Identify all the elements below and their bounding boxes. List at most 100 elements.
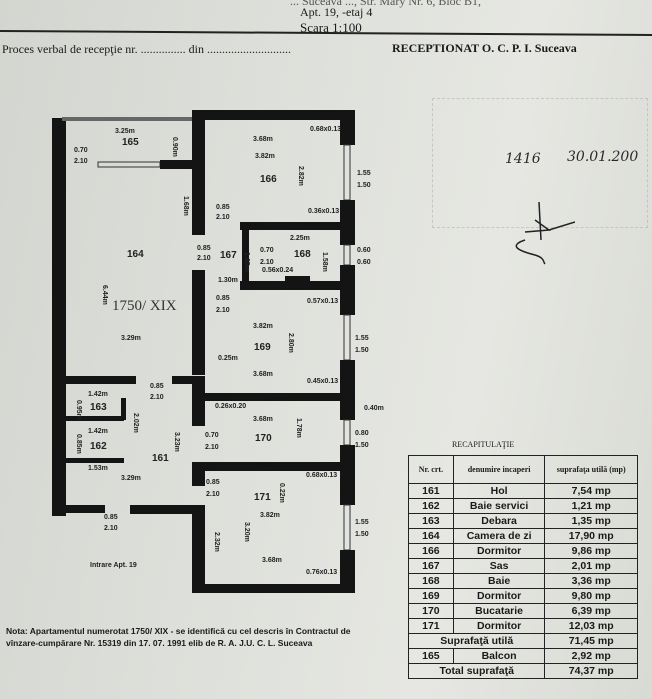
proces-verbal-line: Proces verbal de recepţie nr. ..........…: [2, 42, 291, 56]
dim: 0.85: [206, 479, 220, 486]
dim: 0.56x0.24: [262, 267, 293, 274]
room-166-label: 166: [260, 174, 277, 185]
dim: 6.44m: [101, 285, 108, 305]
total-row: Total suprafaţă 74,37 mp: [407, 663, 638, 679]
dim: 2.10: [150, 394, 164, 401]
dim: 2.10: [74, 158, 88, 165]
dim: 3.20m: [243, 522, 250, 542]
room-163-label: 163: [90, 402, 107, 413]
dim: 2.10: [205, 444, 219, 451]
recap-cell-name: Baie servici: [452, 498, 546, 514]
recap-cell-area: 1,35 mp: [544, 513, 638, 529]
dim: 0.70: [260, 247, 274, 254]
dim: 0.68x0.13: [306, 472, 337, 479]
dim: 3.82m: [253, 323, 273, 330]
dim: 1.50: [355, 347, 369, 354]
dim: 0.36x0.13: [308, 208, 339, 215]
dim: 3.25m: [115, 128, 135, 135]
total-value: 74,37 mp: [544, 663, 638, 679]
dim: 0.70: [74, 147, 88, 154]
room-171-label: 171: [254, 492, 271, 503]
dim: 1.55: [355, 335, 369, 342]
dim: 1.50: [357, 182, 371, 189]
room-169-label: 169: [254, 342, 271, 353]
dim: 3.82m: [255, 153, 275, 160]
recap-cell-name: Debara: [452, 513, 546, 529]
balcony-area: 2,92 mp: [544, 648, 638, 664]
balcony-row: 165 Balcon 2,92 mp: [408, 648, 638, 664]
walls: [52, 110, 355, 593]
recap-cell-name: Sas: [452, 558, 546, 574]
dim: 3.23m: [173, 432, 180, 452]
dim: 0.85: [216, 295, 230, 302]
recap-cell-nr: 164: [408, 528, 454, 544]
note: Nota: Apartamentul numerotat 1750/ XIX -…: [6, 625, 351, 649]
stamp-date: 30.01.200: [567, 149, 639, 165]
room-167-label: 167: [220, 250, 237, 261]
dim: 2.10: [216, 307, 230, 314]
dim: 1.55: [355, 519, 369, 526]
recap-cell-area: 3,36 mp: [544, 573, 638, 589]
recap-cell-name: Dormitor: [452, 588, 546, 604]
recap-cell-area: 1,21 mp: [544, 498, 638, 514]
address-line: ... Suceava ..., Str. Mary Nr. 6, Bloc B…: [290, 0, 481, 8]
useful-area-label: Suprafaţă utilă: [407, 633, 546, 649]
col-name: denumire incaperi: [452, 455, 546, 484]
dim: 0.22m: [278, 483, 285, 503]
recap-header-row: Nr. crt. denumire incaperi suprafaţa uti…: [408, 455, 638, 484]
recap-cell-name: Dormitor: [452, 618, 546, 634]
recap-cell-nr: 168: [408, 573, 454, 589]
useful-area-value: 71,45 mp: [544, 633, 638, 649]
balcony-nr: 165: [408, 648, 454, 664]
recap-cell-nr: 169: [408, 588, 454, 604]
note-line-1: Nota: Apartamentul numerotat 1750/ XIX -…: [6, 626, 351, 636]
dim: 3.68m: [253, 416, 273, 423]
stamp-number: 1416: [505, 151, 541, 167]
dim: 0.76x0.13: [306, 569, 337, 576]
dim: 0.26x0.20: [215, 403, 246, 410]
recap-cell-name: Hol: [452, 483, 546, 499]
room-165-label: 165: [122, 137, 139, 148]
recap-cell-area: 17,90 mp: [544, 528, 638, 544]
apartment-number: 1750/ XIX: [112, 298, 177, 314]
dim: 2.10: [197, 255, 211, 262]
dim: 0.70: [205, 432, 219, 439]
recap-cell-nr: 161: [408, 483, 454, 499]
recap-cell-name: Bucatarie: [452, 603, 546, 619]
floor-plan: 165 164 166 167 168 169 163 170 162 161 …: [52, 110, 384, 593]
recap-cell-nr: 166: [408, 543, 454, 559]
dim: 0.57x0.13: [307, 298, 338, 305]
recap-cell-area: 7,54 mp: [544, 483, 638, 499]
total-label: Total suprafaţă: [407, 663, 546, 679]
signature: [515, 201, 575, 265]
dim: 1.53m: [88, 465, 108, 472]
recap-cell-nr: 170: [408, 603, 454, 619]
recap-cell-name: Dormitor: [452, 543, 546, 559]
dim: 2.10: [260, 259, 274, 266]
dim: 3.68m: [253, 371, 273, 378]
dim: 0.40m: [364, 405, 384, 412]
recap-cell-name: Camera de zi: [452, 528, 546, 544]
dim: 1.42m: [88, 391, 108, 398]
dimension-labels: 3.25m 0.90m 0.70 2.10 3.68m 0.68x0.13 3.…: [74, 126, 384, 576]
dim: 0.45x0.13: [307, 378, 338, 385]
recap-cell-nr: 162: [408, 498, 454, 514]
dim: 0.85: [150, 383, 164, 390]
dim: 0.80: [355, 430, 369, 437]
dim: 2.10: [206, 491, 220, 498]
room-170-label: 170: [255, 433, 272, 444]
dim: 2.10: [104, 525, 118, 532]
dim: 2.02m: [132, 413, 139, 433]
balcony-name: Balcon: [452, 648, 546, 664]
room-162-label: 162: [90, 441, 107, 452]
dim: 0.25m: [218, 355, 238, 362]
dim: 1.58m: [321, 252, 328, 272]
room-164-label: 164: [127, 249, 144, 260]
